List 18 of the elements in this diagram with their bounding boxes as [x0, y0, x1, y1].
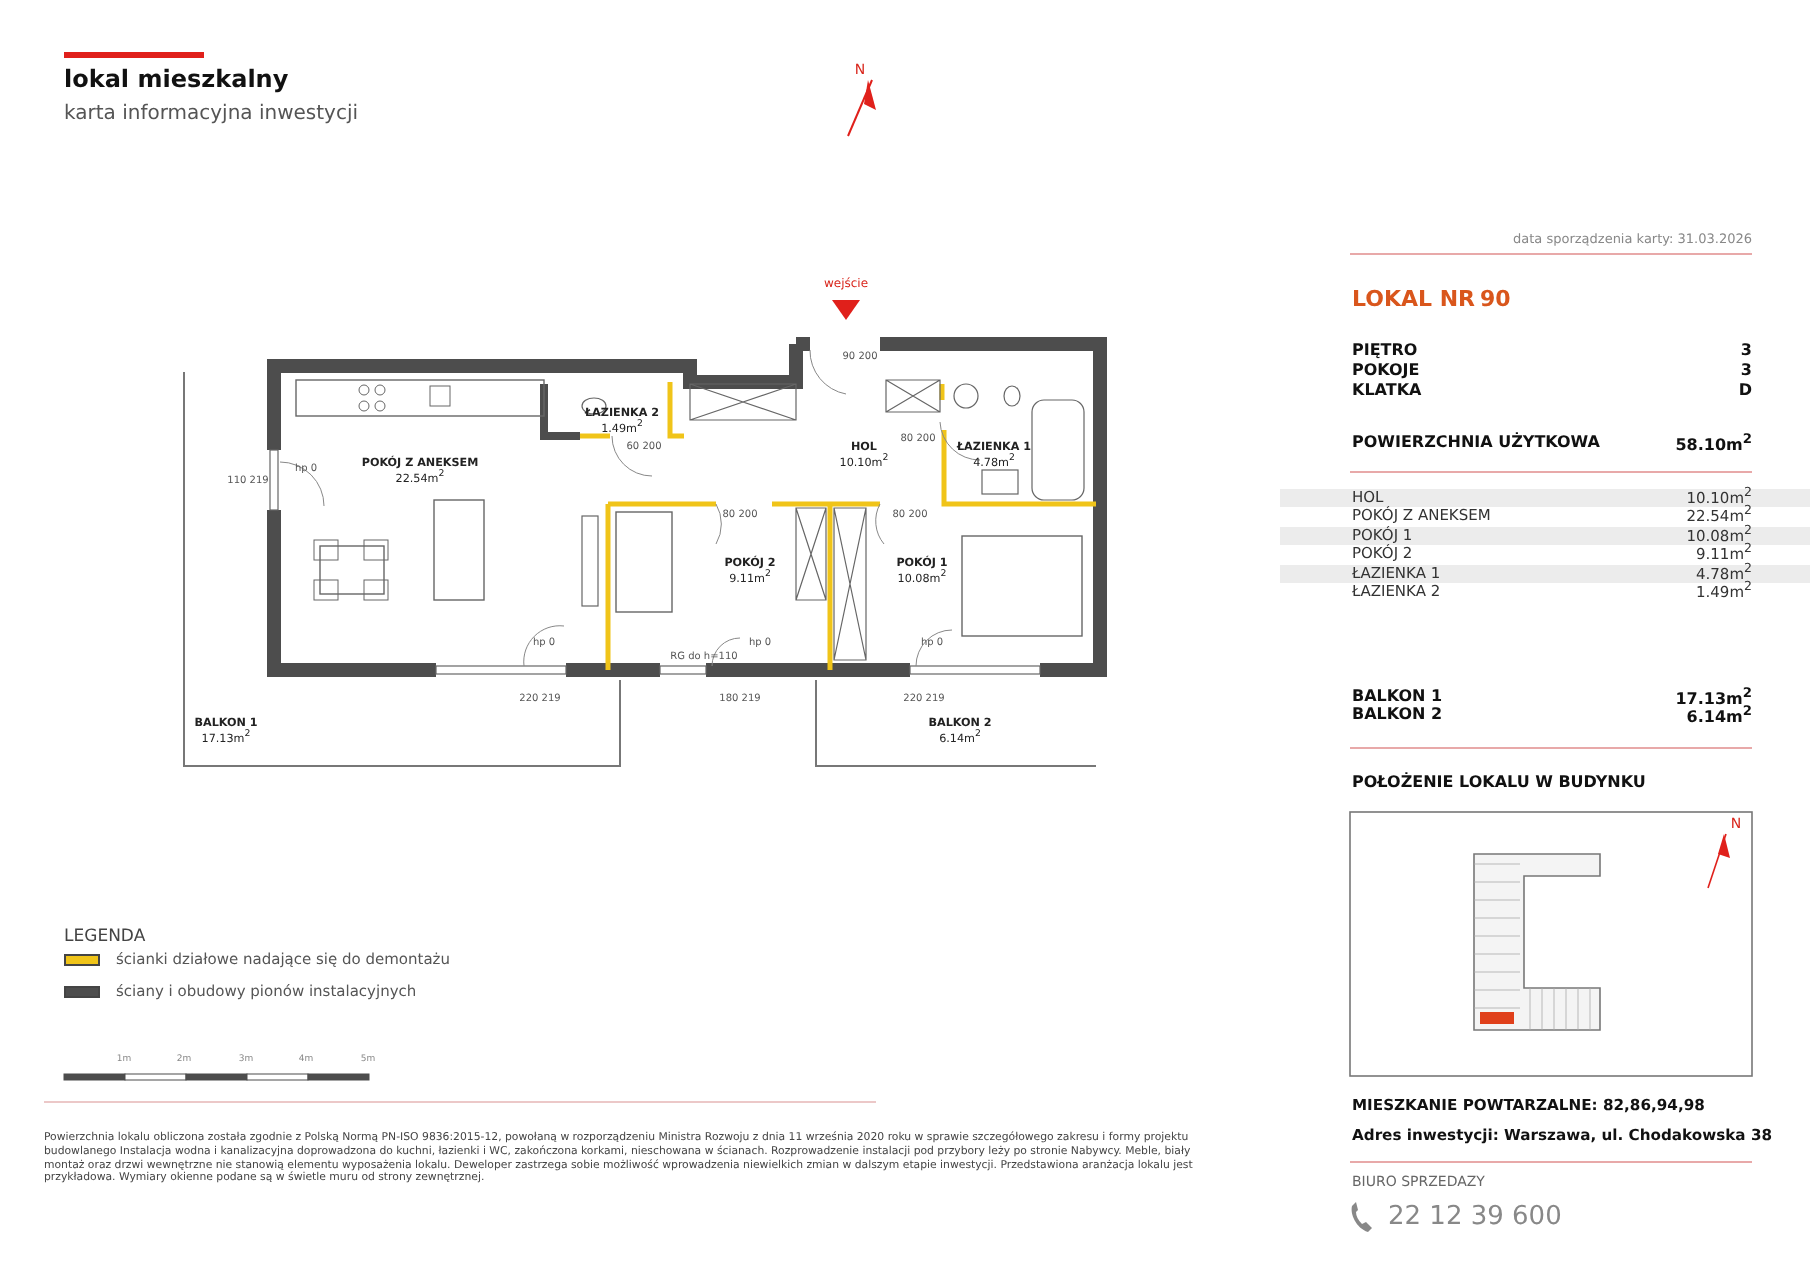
info-label: 3	[1740, 343, 1752, 361]
legend-title: LEGENDA	[64, 928, 146, 948]
subheading: karta informacyjna inwestycji	[64, 103, 359, 125]
info-label: KLATKA	[1352, 383, 1422, 401]
unit-number-label: 90	[1480, 287, 1511, 313]
info-label: BALKON 1	[1352, 689, 1443, 707]
info-label: 58.10m$^{2}$	[1675, 432, 1752, 456]
info-label: POŁOŻENIE LOKALU W BUDYNKU	[1352, 775, 1646, 793]
heading: lokal mieszkalny	[64, 66, 289, 94]
info-label: 3	[1740, 363, 1752, 381]
info-label: POWIERZCHNIA UŻYTKOWA	[1352, 435, 1600, 453]
info-label: BALKON 2	[1352, 707, 1443, 725]
info-label: PIĘTRO	[1352, 343, 1418, 361]
unit-number-label: LOKAL NR	[1352, 287, 1476, 313]
phone-number: 22 12 39 600	[1388, 1203, 1562, 1233]
info-label: D	[1738, 383, 1752, 401]
info-label: POKOJE	[1352, 363, 1420, 381]
info-label: 6.14m$^{2}$	[1686, 704, 1752, 728]
